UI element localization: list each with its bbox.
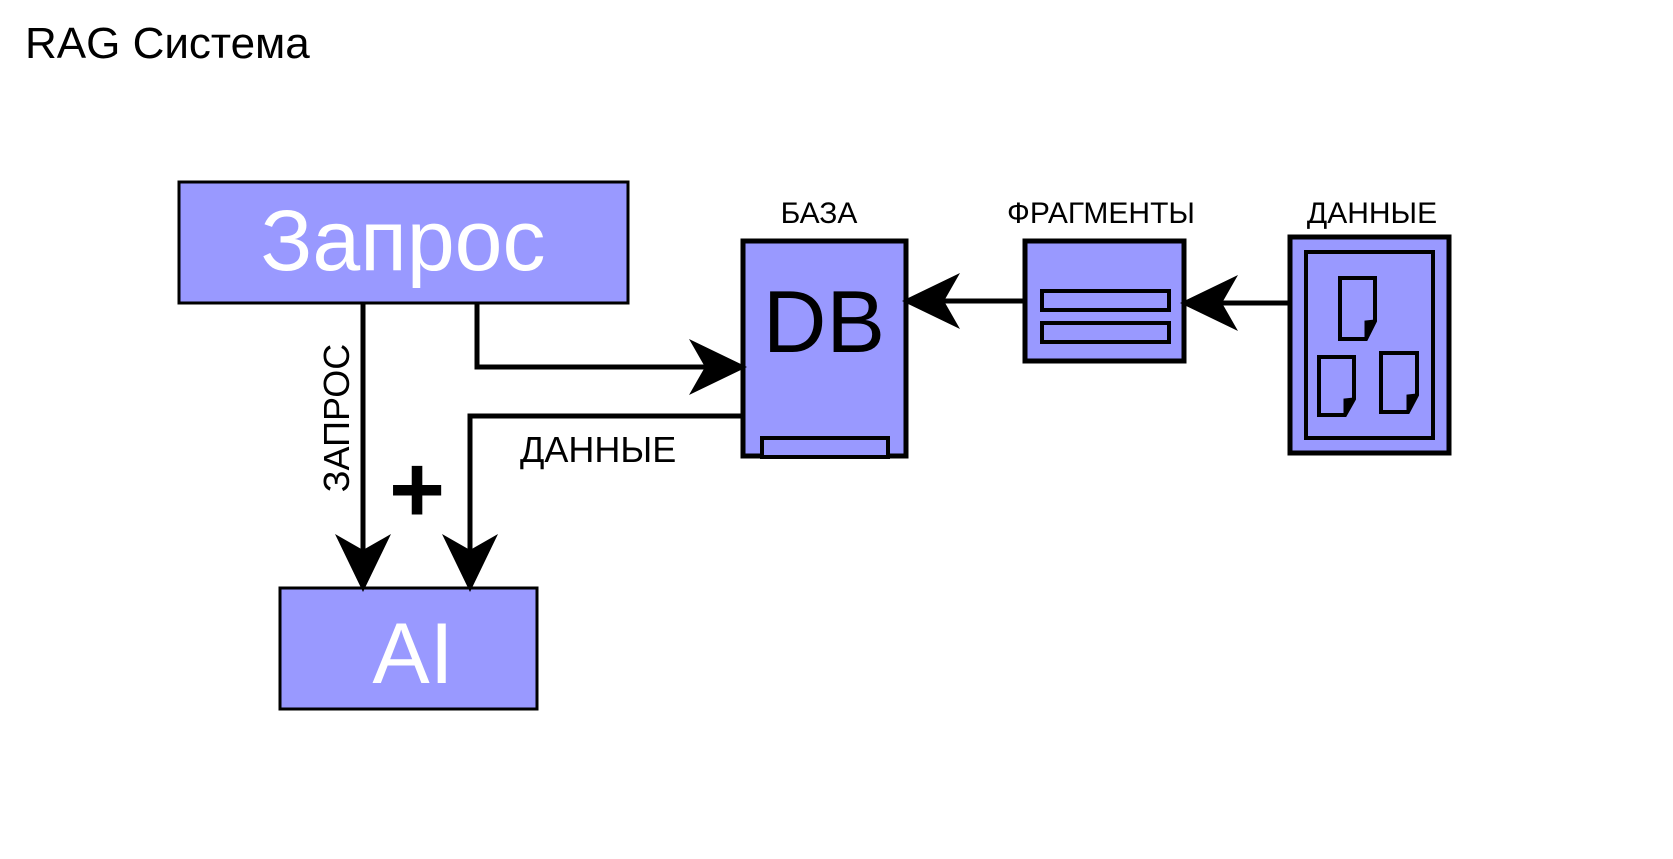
query-label: Запрос xyxy=(260,193,545,289)
ai-label: AI xyxy=(372,606,453,702)
data-caption: ДАННЫЕ xyxy=(1307,197,1437,230)
edge-label-query: ЗАПРОС xyxy=(316,344,357,492)
ai-box xyxy=(278,586,539,711)
ai-node: AI xyxy=(278,586,539,711)
edge-label-data: ДАННЫЕ xyxy=(520,429,676,470)
db-caption: БАЗА xyxy=(781,197,858,230)
fragment-strip-2 xyxy=(1040,321,1171,344)
document-icon xyxy=(1379,351,1419,414)
fragments-caption: ФРАГМЕНТЫ xyxy=(1007,197,1195,230)
query-box xyxy=(177,180,630,305)
fragment-strip-1 xyxy=(1040,289,1171,312)
diagram-title: RAG Система xyxy=(25,19,310,68)
document-icon xyxy=(1317,355,1356,417)
arrow-query-to-db xyxy=(474,304,747,395)
db-slot xyxy=(760,436,890,459)
db-label: DB xyxy=(763,272,885,371)
db-node: БАЗА DB xyxy=(740,197,909,459)
data-node: ДАННЫЕ xyxy=(1287,197,1452,456)
arrow-db-to-ai xyxy=(442,413,743,592)
query-node: Запрос xyxy=(177,180,630,305)
document-icon xyxy=(1338,276,1377,341)
fragments-node: ФРАГМЕНТЫ xyxy=(1007,197,1195,364)
plus-sign: + xyxy=(389,436,445,543)
